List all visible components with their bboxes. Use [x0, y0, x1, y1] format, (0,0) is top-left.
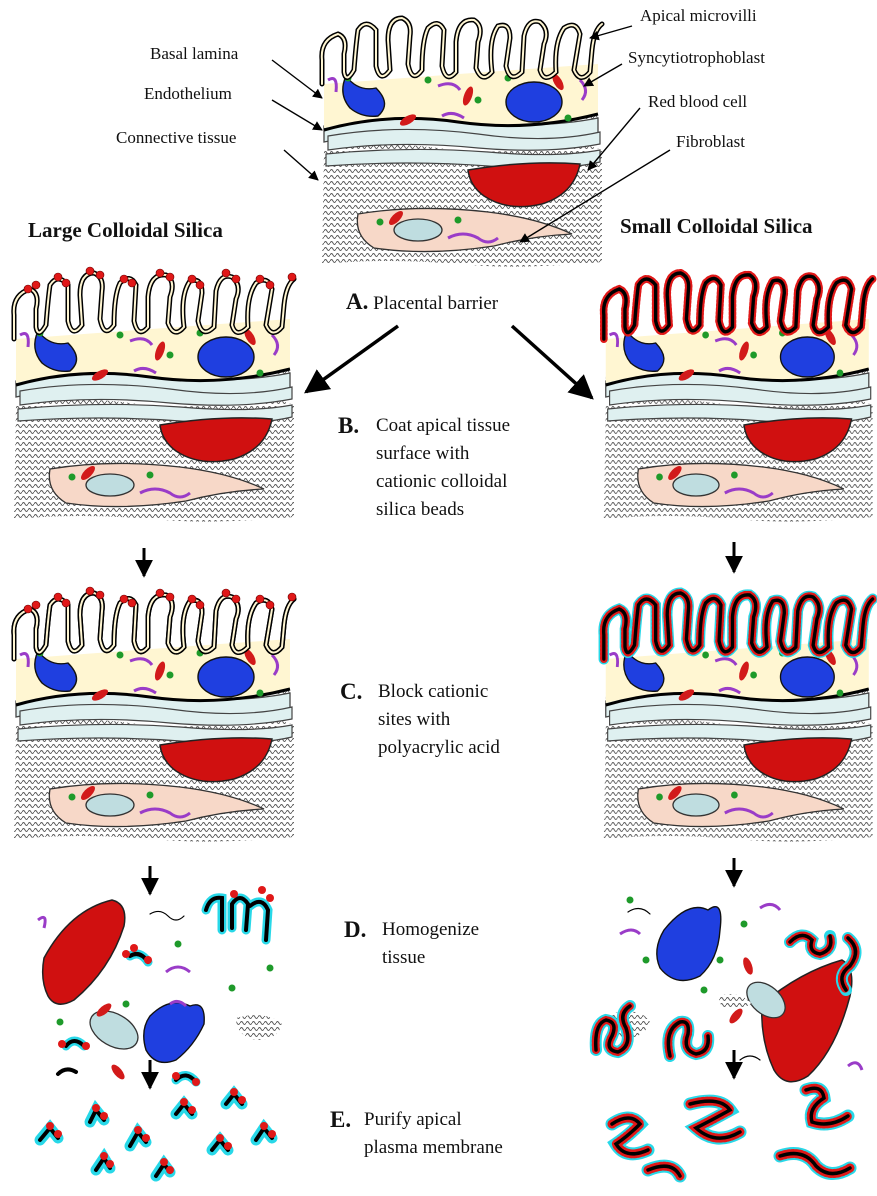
left-column-title: Large Colloidal Silica: [28, 218, 223, 243]
step-e-letter: E.: [330, 1107, 351, 1132]
step-c-letter: C.: [340, 679, 362, 704]
step-a: A. Placental barrier: [346, 288, 498, 318]
step-d: D. Homogenize tissue: [344, 916, 564, 946]
step-c: C. Block cationic sites with polyacrylic…: [340, 678, 580, 708]
step-a-text: Placental barrier: [373, 293, 498, 314]
step-e: E. Purify apical plasma membrane: [330, 1106, 570, 1136]
label-fibroblast: Fibroblast: [676, 132, 745, 151]
step-d-letter: D.: [344, 917, 366, 942]
small-silica-purified-membrane: [612, 1088, 850, 1176]
label-apical-microvilli: Apical microvilli: [640, 6, 757, 25]
right-column-title: Small Colloidal Silica: [620, 214, 813, 239]
step-b-letter: B.: [338, 413, 359, 438]
placental-barrier-diagram: [322, 18, 602, 267]
label-red-blood-cell: Red blood cell: [648, 92, 747, 111]
small-silica-coated-tissue: [604, 273, 873, 522]
arrow-diagonal-icon: [306, 326, 592, 398]
small-silica-homogenate: [596, 897, 862, 1082]
step-c-text: Block cationic sites with polyacrylic ac…: [378, 678, 500, 762]
step-a-letter: A.: [346, 289, 368, 314]
large-silica-coated-tissue: [14, 267, 296, 522]
step-b-text: Coat apical tissue surface with cationic…: [376, 412, 510, 524]
large-silica-homogenate: [38, 886, 282, 1086]
step-e-text: Purify apical plasma membrane: [364, 1106, 503, 1162]
label-basal-lamina: Basal lamina: [150, 44, 238, 63]
label-syncytiotrophoblast: Syncytiotrophoblast: [628, 48, 765, 67]
small-silica-blocked-tissue: [604, 593, 873, 842]
label-endothelium: Endothelium: [144, 84, 232, 103]
large-silica-purified-membrane: [40, 1088, 276, 1176]
label-connective-tissue: Connective tissue: [116, 128, 236, 147]
step-b: B. Coat apical tissue surface with catio…: [338, 412, 588, 442]
large-silica-blocked-tissue: [14, 587, 296, 842]
step-d-text: Homogenize tissue: [382, 916, 479, 972]
